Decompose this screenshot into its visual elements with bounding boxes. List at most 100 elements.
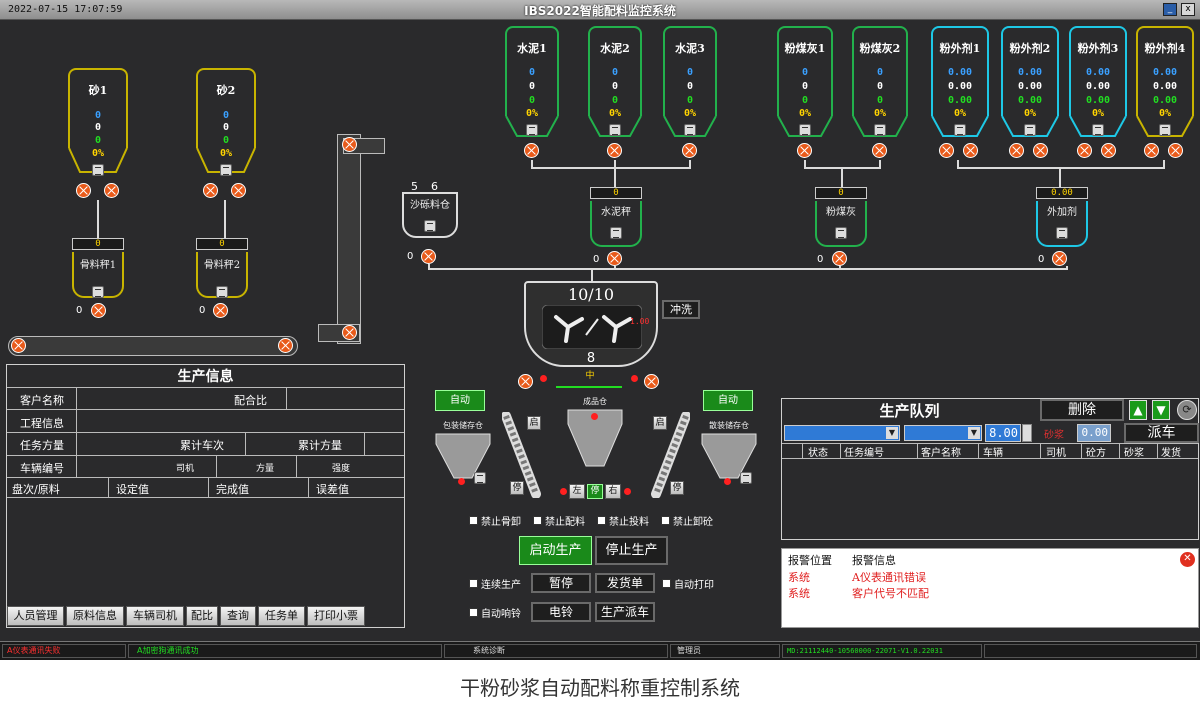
motor-icon[interactable] xyxy=(518,374,533,389)
valve-icon[interactable] xyxy=(1052,251,1067,266)
valve-icon[interactable] xyxy=(203,183,218,198)
gate-icon[interactable] xyxy=(609,124,621,136)
scale-aggregate-1[interactable]: 0 骨料秤1 xyxy=(72,238,124,302)
valve-icon[interactable] xyxy=(76,183,91,198)
vehicle-driver-button[interactable]: 车辆司机 xyxy=(126,606,184,626)
auto-left-button[interactable]: 自动 xyxy=(435,390,485,411)
mixer[interactable]: 10/10 1.00 8 xyxy=(524,281,658,367)
valve-icon[interactable] xyxy=(832,251,847,266)
gate-icon[interactable] xyxy=(610,227,622,239)
gate-icon[interactable] xyxy=(474,472,486,484)
material-info-button[interactable]: 原料信息 xyxy=(66,606,124,626)
silo-flyash-2[interactable]: 粉煤灰2 0 0 0 0% xyxy=(852,26,908,140)
gate-icon[interactable] xyxy=(1056,227,1068,239)
valve-icon[interactable] xyxy=(231,183,246,198)
valve-icon[interactable] xyxy=(1101,143,1116,158)
auto-right-button[interactable]: 自动 xyxy=(703,390,753,411)
delete-button[interactable]: 删除 xyxy=(1040,399,1124,421)
query-button[interactable]: 查询 xyxy=(220,606,256,626)
alarm-close-icon[interactable]: ✕ xyxy=(1180,552,1195,567)
quantity-input[interactable]: 8.00 xyxy=(985,424,1021,442)
gate-icon[interactable] xyxy=(216,286,228,298)
stop-right-screw-button[interactable]: 停 xyxy=(670,481,684,495)
dispatch-button[interactable]: 派车 xyxy=(1124,423,1199,443)
scale-aggregate-2[interactable]: 0 骨料秤2 xyxy=(196,238,248,302)
valve-icon[interactable] xyxy=(91,303,106,318)
gate-icon[interactable] xyxy=(526,124,538,136)
gate-icon[interactable] xyxy=(684,124,696,136)
delivery-note-button[interactable]: 发货单 xyxy=(595,573,655,593)
checkbox[interactable] xyxy=(469,579,478,588)
gate-icon[interactable] xyxy=(740,472,752,484)
checkbox[interactable] xyxy=(533,516,542,525)
valve-icon[interactable] xyxy=(213,303,228,318)
valve-icon[interactable] xyxy=(1144,143,1159,158)
valve-icon[interactable] xyxy=(1033,143,1048,158)
gate-icon[interactable] xyxy=(220,164,232,176)
close-button[interactable]: x xyxy=(1181,3,1195,16)
silo-cement-1[interactable]: 水泥1 0 0 0 0% xyxy=(505,26,559,140)
bin-product[interactable]: 成品仓 xyxy=(566,396,624,476)
minimize-button[interactable]: _ xyxy=(1163,3,1177,16)
gate-icon[interactable] xyxy=(1024,124,1036,136)
silo-additive-1[interactable]: 粉外剂1 0.00 0.00 0.00 0% xyxy=(931,26,989,140)
valve-icon[interactable] xyxy=(872,143,887,158)
silo-flyash-1[interactable]: 粉煤灰1 0 0 0 0% xyxy=(777,26,833,140)
valve-icon[interactable] xyxy=(104,183,119,198)
gate-icon[interactable] xyxy=(1159,124,1171,136)
silo-sand-2[interactable]: 砂2 0 0 0 0% xyxy=(196,68,256,178)
gate-icon[interactable] xyxy=(835,227,847,239)
status-diagnostics[interactable]: 系统诊断 xyxy=(444,644,668,658)
start-production-button[interactable]: 启动生产 xyxy=(519,536,592,565)
quantity-spinner[interactable] xyxy=(1022,424,1032,442)
bin-bulk[interactable]: 散装储存仓 xyxy=(700,420,758,490)
bell-button[interactable]: 电铃 xyxy=(531,602,591,622)
production-dispatch-button[interactable]: 生产派车 xyxy=(595,602,655,622)
scale-additive[interactable]: 0.00 外加剂 xyxy=(1036,187,1088,251)
valve-icon[interactable] xyxy=(797,143,812,158)
bin-packaging[interactable]: 包装储存仓 xyxy=(434,420,492,490)
gate-icon[interactable] xyxy=(1092,124,1104,136)
mortar-input[interactable]: 0.00 xyxy=(1077,424,1111,442)
left-button[interactable]: 左 xyxy=(569,484,585,499)
silo-sand-1[interactable]: 砂1 0 0 0 0% xyxy=(68,68,128,178)
valve-icon[interactable] xyxy=(939,143,954,158)
silo-additive-2[interactable]: 粉外剂2 0.00 0.00 0.00 0% xyxy=(1001,26,1059,140)
valve-icon[interactable] xyxy=(524,143,539,158)
silo-cement-3[interactable]: 水泥3 0 0 0 0% xyxy=(663,26,717,140)
checkbox[interactable] xyxy=(661,516,670,525)
checkbox[interactable] xyxy=(469,608,478,617)
start-left-screw-button[interactable]: 启 xyxy=(527,416,541,430)
right-button[interactable]: 右 xyxy=(605,484,621,499)
valve-icon[interactable] xyxy=(1168,143,1183,158)
start-right-screw-button[interactable]: 启 xyxy=(653,416,667,430)
valve-icon[interactable] xyxy=(963,143,978,158)
valve-icon[interactable] xyxy=(607,143,622,158)
gate-icon[interactable] xyxy=(954,124,966,136)
silo-additive-4[interactable]: 粉外剂4 0.00 0.00 0.00 0% xyxy=(1136,26,1194,140)
vehicle-select[interactable]: ▼ xyxy=(904,425,982,441)
checkbox[interactable] xyxy=(469,516,478,525)
motor-icon[interactable] xyxy=(644,374,659,389)
gate-icon[interactable] xyxy=(424,220,436,232)
center-stop-button[interactable]: 停 xyxy=(587,484,603,499)
scale-flyash[interactable]: 0 粉煤灰 xyxy=(815,187,867,251)
valve-icon[interactable] xyxy=(607,251,622,266)
stop-left-screw-button[interactable]: 停 xyxy=(510,481,524,495)
gate-icon[interactable] xyxy=(92,164,104,176)
pause-button[interactable]: 暂停 xyxy=(531,573,591,593)
mix-ratio-button[interactable]: 配比 xyxy=(186,606,218,626)
checkbox[interactable] xyxy=(662,579,671,588)
checkbox[interactable] xyxy=(597,516,606,525)
silo-additive-3[interactable]: 粉外剂3 0.00 0.00 0.00 0% xyxy=(1069,26,1127,140)
valve-icon[interactable] xyxy=(682,143,697,158)
gate-icon[interactable] xyxy=(874,124,886,136)
task-order-button[interactable]: 任务单 xyxy=(258,606,305,626)
refresh-icon[interactable]: ⟳ xyxy=(1177,400,1197,420)
personnel-button[interactable]: 人员管理 xyxy=(7,606,64,626)
customer-select[interactable]: ▼ xyxy=(784,425,900,441)
scale-cement[interactable]: 0 水泥秤 xyxy=(590,187,642,251)
valve-icon[interactable] xyxy=(1077,143,1092,158)
wash-button[interactable]: 冲洗 xyxy=(662,300,700,319)
move-up-icon[interactable]: ▲ xyxy=(1129,400,1147,420)
